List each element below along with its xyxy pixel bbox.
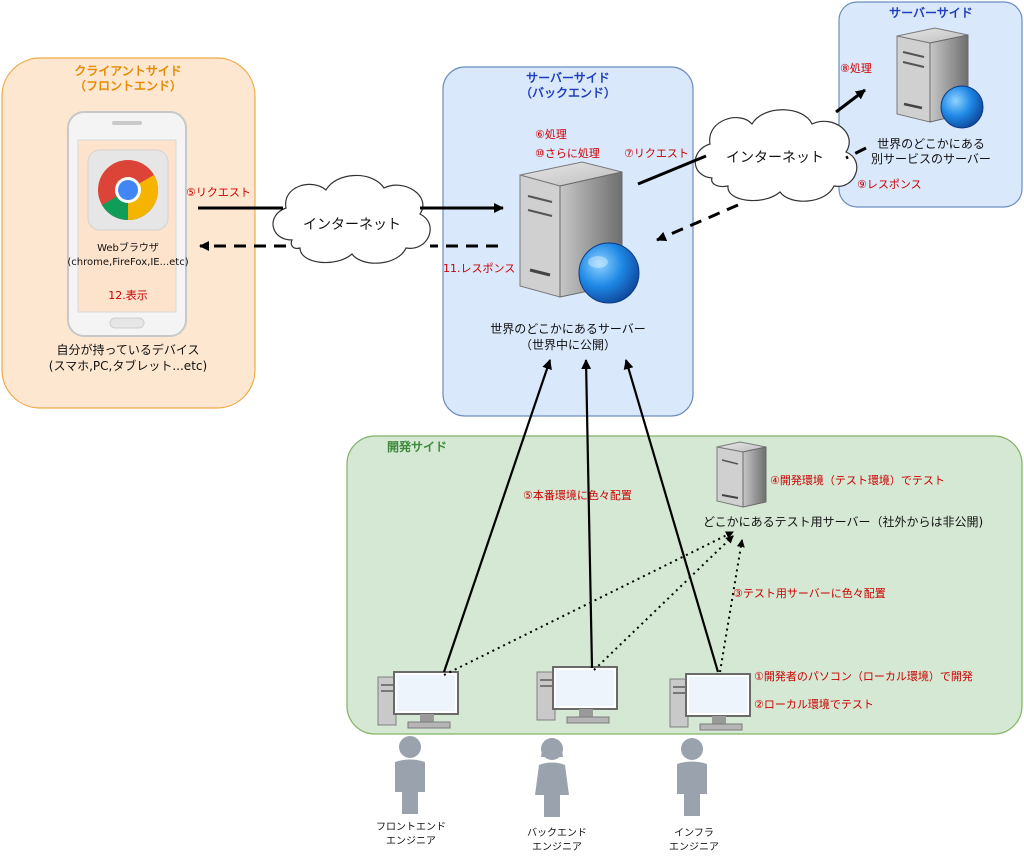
deploy-arrow-infra	[623, 359, 720, 673]
frontend-engineer-label: フロントエンド	[376, 822, 446, 833]
client-panel-title: クライアントサイド	[74, 64, 182, 78]
dev-side-panel: 開発サイド ④開発環境（テスト環境）でテスト どこかにあるテスト用サーバー（社外…	[346, 435, 1023, 735]
desktop-computer-icon	[669, 673, 751, 731]
step-external-process-label: ⑧処理	[840, 62, 872, 75]
external-panel-title: サーバーサイド	[889, 6, 973, 20]
person-icon	[395, 736, 425, 814]
server-side-panel: サーバーサイド （バックエンド） ⑥処理 ⑩さらに処理 世界のどこかにあるサーバ…	[442, 66, 694, 417]
deploy-arrow-backend	[581, 359, 594, 669]
dev-panel-box	[346, 435, 1023, 735]
device-examples: (スマホ,PC,タブレット...etc)	[49, 358, 207, 373]
external-server-panel: サーバーサイド ⑧処理 世界のどこかにある 別サービスのサーバー	[838, 1, 1023, 208]
desktop-computer-icon	[536, 666, 618, 724]
frontend-engineer-sublabel: エンジニア	[386, 836, 436, 847]
test-deploy-arrow-infra	[719, 539, 745, 673]
step-deploy-prod-label: ⑤本番環境に色々配置	[523, 488, 632, 502]
step-test-local-label: ②ローカル環境でテスト	[754, 697, 874, 711]
step-external-response-label: ⑨レスポンス	[857, 178, 922, 191]
person-icon	[535, 738, 569, 817]
step-further-process-label: ⑩さらに処理	[535, 147, 600, 160]
deploy-arrow-frontend	[442, 359, 552, 673]
server-panel-title: サーバーサイド	[526, 71, 610, 85]
external-response-arrow-segment	[845, 146, 867, 160]
step-develop-local-label: ①開発者のパソコン（ローカル環境）で開発	[754, 669, 973, 683]
browser-examples: (chrome,FireFox,IE...etc)	[67, 257, 188, 268]
backend-engineer-label: バックエンド	[527, 827, 587, 839]
external-request-arrow-segment	[637, 154, 707, 186]
globe-icon	[578, 242, 640, 304]
external-request-arrow	[835, 88, 866, 114]
cloud-icon	[272, 174, 431, 264]
internet-cloud-left-label: インターネット	[303, 217, 401, 233]
external-response-arrow	[656, 203, 739, 242]
client-panel-subtitle: （フロントエンド）	[74, 78, 182, 93]
browser-label: Webブラウザ	[97, 241, 159, 254]
dev-panel-title: 開発サイド	[387, 439, 447, 454]
infra-engineer-sublabel: エンジニア	[669, 842, 719, 853]
step-external-request-label: ⑦リクエスト	[624, 147, 689, 160]
device-label: 自分が持っているデバイス	[56, 342, 199, 357]
external-server-sublabel: 別サービスのサーバー	[871, 152, 991, 166]
server-icon	[896, 27, 969, 123]
person-icon	[677, 738, 707, 816]
step-dev-env-test-label: ④開発環境（テスト環境）でテスト	[770, 473, 945, 487]
step-response-label: 11.レスポンス	[443, 262, 515, 275]
external-server-label: 世界のどこかにある	[877, 137, 985, 151]
cloud-icon	[694, 109, 858, 202]
main-server-sublabel: （世界中に公開）	[520, 337, 616, 352]
test-server-label: どこかにあるテスト用サーバー（社外からは非公開)	[703, 514, 983, 529]
server-icon	[716, 441, 767, 508]
internet-cloud-right-label: インターネット	[726, 150, 824, 166]
main-server-label: 世界のどこかにあるサーバー	[490, 322, 646, 336]
test-deploy-arrow-backend	[593, 535, 734, 671]
chrome-icon	[87, 149, 169, 231]
step-process-label: ⑥処理	[535, 128, 567, 141]
server-panel-subtitle: （バックエンド）	[520, 85, 616, 100]
infra-engineer-label: インフラ	[674, 827, 714, 839]
desktop-computer-icon	[377, 671, 459, 729]
step-request-label: ⑤リクエスト	[186, 186, 251, 199]
backend-engineer-sublabel: エンジニア	[532, 842, 582, 853]
arrows	[198, 88, 867, 676]
step-display-label: 12.表示	[108, 288, 148, 302]
globe-icon	[940, 85, 984, 129]
client-side-panel: クライアントサイド （フロントエンド） Webブラウザ (chrome,Fire…	[1, 57, 256, 409]
step-deploy-test-label: ③テスト用サーバーに色々配置	[733, 586, 886, 600]
